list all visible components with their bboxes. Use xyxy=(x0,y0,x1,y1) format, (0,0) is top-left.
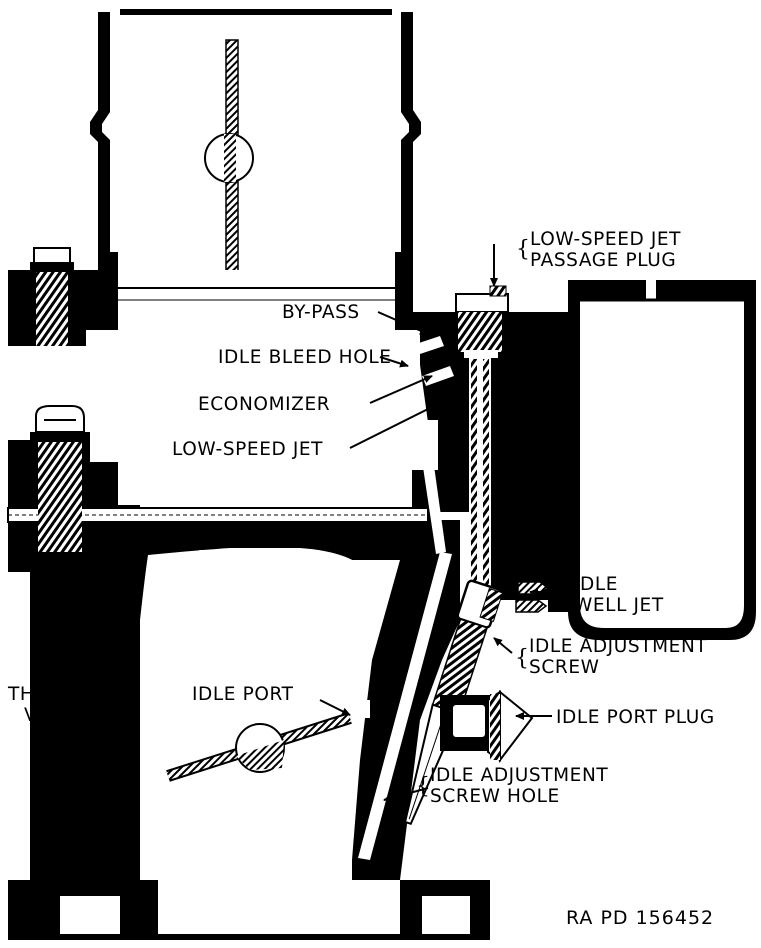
label-idle-bleed-hole: IDLE BLEED HOLE xyxy=(218,347,392,368)
callout-idle-adjustment-screw-hole: { IDLE ADJUSTMENT SCREW HOLE xyxy=(383,765,608,807)
air-horn xyxy=(90,9,421,260)
label-low-speed-jet-passage-plug-line2: PASSAGE PLUG xyxy=(530,250,676,271)
svg-text:{: { xyxy=(516,237,530,262)
label-economizer: ECONOMIZER xyxy=(198,394,330,415)
label-by-pass: BY-PASS xyxy=(282,302,360,323)
label-idle-well-jet-line1: IDLE xyxy=(574,574,618,595)
lower-flange-screw xyxy=(30,405,90,552)
svg-text:{: { xyxy=(560,583,574,608)
label-idle-adjustment-screw-line2: SCREW xyxy=(529,657,600,678)
label-low-speed-jet: LOW-SPEED JET xyxy=(172,439,323,460)
label-throttle-valve-line2: VALVE xyxy=(24,705,84,726)
svg-text:}: } xyxy=(114,695,128,720)
label-idle-well-jet-line2: WELL JET xyxy=(574,595,664,616)
callout-idle-well-jet: { IDLE WELL JET xyxy=(560,574,664,616)
label-idle-adjustment-screw-line1: IDLE ADJUSTMENT xyxy=(529,636,707,657)
low-speed-jet-passage-plug xyxy=(455,285,509,352)
choke-valve xyxy=(204,39,254,331)
callout-throttle-valve: THROTTLE VALVE } xyxy=(7,684,128,726)
leader-lines xyxy=(319,244,556,720)
label-idle-adjustment-screw-hole-line1: IDLE ADJUSTMENT xyxy=(430,765,608,786)
reference-code: RA PD 156452 xyxy=(566,907,714,929)
float-bowl xyxy=(568,278,756,640)
label-idle-port-plug: IDLE PORT PLUG xyxy=(556,707,715,728)
low-speed-jet-tube xyxy=(464,350,498,589)
idle-port xyxy=(352,700,370,718)
label-idle-port: IDLE PORT xyxy=(192,684,294,705)
carburetor-body xyxy=(7,252,570,940)
callout-idle-adjustment-screw: { IDLE ADJUSTMENT SCREW xyxy=(515,636,707,678)
label-low-speed-jet-passage-plug-line1: LOW-SPEED JET xyxy=(530,229,681,250)
label-throttle-valve-line1: THROTTLE xyxy=(7,684,110,705)
svg-text:{: { xyxy=(416,774,430,799)
idle-passage xyxy=(358,336,454,860)
label-idle-adjustment-screw-hole-line2: SCREW HOLE xyxy=(430,786,560,807)
svg-text:{: { xyxy=(515,646,529,671)
upper-flange-screw xyxy=(30,247,74,346)
callout-low-speed-jet-passage-plug: { LOW-SPEED JET PASSAGE PLUG xyxy=(516,229,681,271)
idle-port-plug xyxy=(440,689,534,763)
throttle-valve xyxy=(166,712,352,782)
